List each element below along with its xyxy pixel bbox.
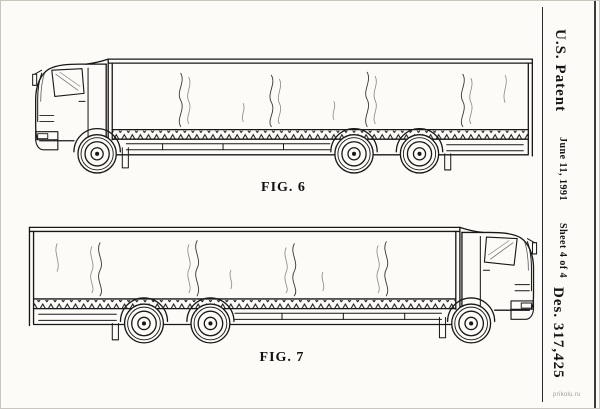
figure-6-label: FIG. 6 (261, 180, 306, 195)
sheet-number: Sheet 4 of 4 (557, 223, 568, 279)
patent-number: Des. 317,425 (550, 287, 566, 379)
scan-watermark: prikolu.ru (553, 392, 581, 398)
figure-7-label: FIG. 7 (259, 350, 305, 365)
patent-date: June 11, 1991 (557, 137, 568, 202)
truck-side-view-fig6 (31, 58, 533, 174)
patent-heading: U.S. Patent (552, 29, 568, 113)
truck-side-view-fig7 (28, 226, 538, 344)
margin-rule-line (542, 7, 543, 402)
scan-page-edge (594, 1, 596, 408)
